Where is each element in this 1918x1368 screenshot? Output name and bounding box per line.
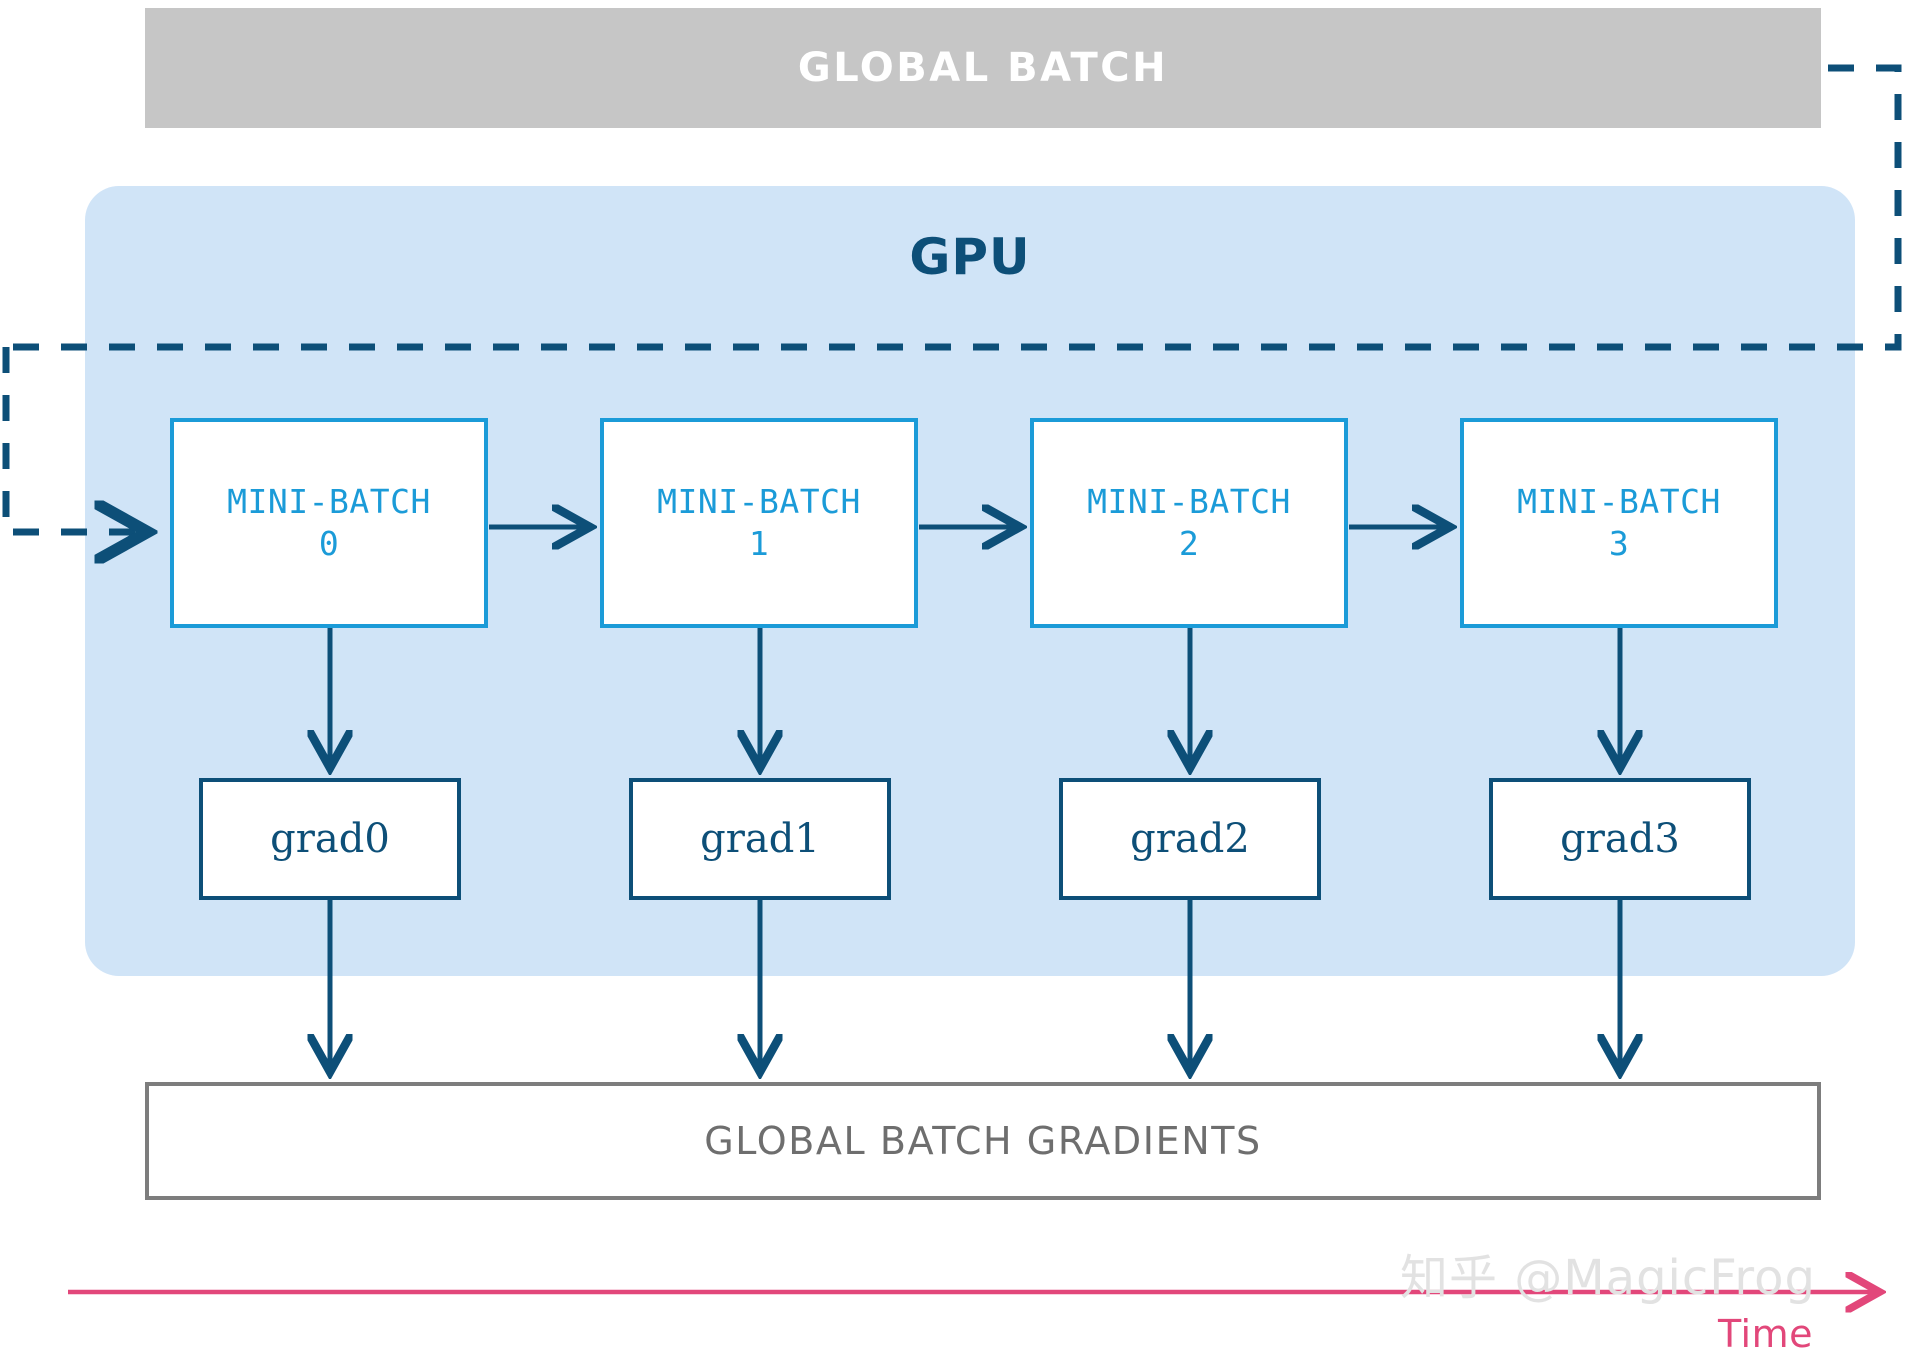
mini-batch-0-index: 0 (318, 524, 340, 563)
global-batch-gradients-box: GLOBAL BATCH GRADIENTS (145, 1082, 1821, 1200)
grad-box-0: grad0 (199, 778, 461, 900)
mini-batch-0-name: MINI-BATCH (227, 481, 431, 521)
mini-batch-1-name: MINI-BATCH (657, 481, 861, 521)
global-batch-gradients-label: GLOBAL BATCH GRADIENTS (704, 1119, 1262, 1163)
grad-box-1: grad1 (629, 778, 891, 900)
grad-box-3-label: grad3 (1560, 816, 1680, 862)
gpu-title: GPU (909, 228, 1031, 286)
time-axis-label: Time (1718, 1312, 1813, 1356)
mini-batch-2-index: 2 (1178, 524, 1200, 563)
watermark: 知乎 @MagicFrog (1400, 1250, 1816, 1306)
grad-box-3: grad3 (1489, 778, 1751, 900)
mini-batch-3-index: 3 (1608, 524, 1630, 563)
global-batch-label: GLOBAL BATCH (797, 45, 1169, 91)
grad-box-1-label: grad1 (700, 816, 820, 862)
mini-batch-2: MINI-BATCH 2 (1030, 418, 1348, 628)
mini-batch-3: MINI-BATCH 3 (1460, 418, 1778, 628)
global-batch-bar: GLOBAL BATCH (145, 8, 1821, 128)
mini-batch-0: MINI-BATCH 0 (170, 418, 488, 628)
mini-batch-2-name: MINI-BATCH (1087, 481, 1291, 521)
mini-batch-1-index: 1 (748, 524, 770, 563)
grad-box-2: grad2 (1059, 778, 1321, 900)
mini-batch-1: MINI-BATCH 1 (600, 418, 918, 628)
grad-box-0-label: grad0 (270, 816, 390, 862)
grad-box-2-label: grad2 (1130, 816, 1250, 862)
mini-batch-3-name: MINI-BATCH (1517, 481, 1721, 521)
